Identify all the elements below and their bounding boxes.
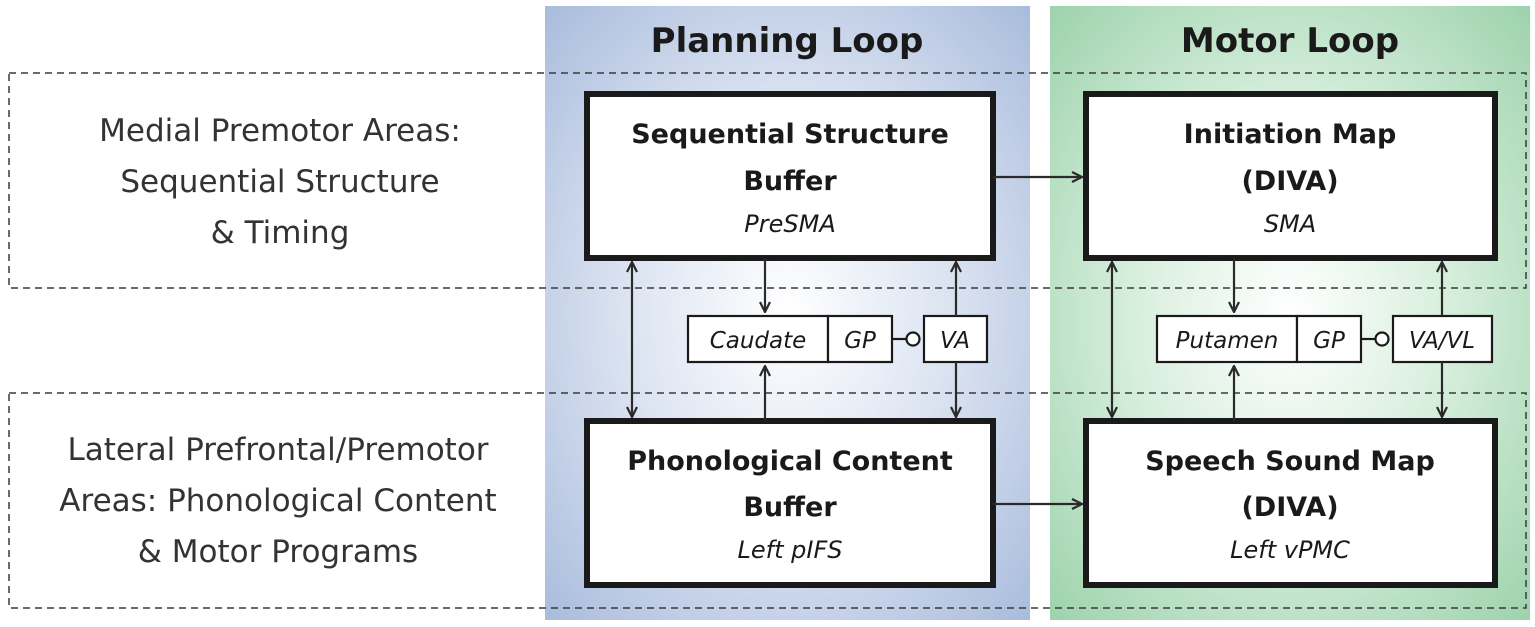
box-title-line: Sequential Structure xyxy=(631,119,949,150)
row-label-line: Areas: Phonological Content xyxy=(59,483,496,519)
inhibitory-terminal xyxy=(905,331,921,347)
va-vl-box xyxy=(1391,314,1494,364)
va-label: VA xyxy=(940,328,970,354)
motor-basal-ganglia-group: Putamen GP VA/VL xyxy=(1155,314,1494,364)
row-label-line: Lateral Prefrontal/Premotor xyxy=(67,432,488,468)
va-vl-label: VA/VL xyxy=(1409,328,1475,354)
gp-box-motor xyxy=(1295,314,1363,364)
box-title-line: Phonological Content xyxy=(627,446,953,477)
planning-basal-ganglia-group: Caudate GP VA xyxy=(686,314,989,364)
phonological-content-buffer-box: Phonological Content Buffer Left pIFS xyxy=(584,418,996,588)
box-title-line: (DIVA) xyxy=(1241,492,1338,523)
initiation-map-box: Initiation Map (DIVA) SMA xyxy=(1083,91,1498,261)
speech-sound-map-box: Speech Sound Map (DIVA) Left vPMC xyxy=(1083,418,1498,588)
box-title-line: Buffer xyxy=(743,492,837,523)
box-region-label: PreSMA xyxy=(744,210,835,238)
planning-loop-title: Planning Loop xyxy=(651,21,924,61)
row-label-line: & Timing xyxy=(211,215,350,251)
medial-premotor-row-label: Medial Premotor Areas: Sequential Struct… xyxy=(99,113,461,251)
sequential-structure-buffer-box: Sequential Structure Buffer PreSMA xyxy=(584,91,996,261)
gp-label-planning: GP xyxy=(844,328,876,354)
box-title-line: Buffer xyxy=(743,166,837,197)
putamen-label: Putamen xyxy=(1176,328,1279,354)
box-title-line: Initiation Map xyxy=(1184,119,1397,150)
inhibitory-terminal xyxy=(1374,331,1390,347)
gp-box-planning xyxy=(826,314,894,364)
box-title-line: Speech Sound Map xyxy=(1145,446,1435,477)
gp-label-motor: GP xyxy=(1313,328,1345,354)
row-label-line: Sequential Structure xyxy=(120,164,439,200)
motor-loop-title: Motor Loop xyxy=(1181,21,1399,61)
row-label-line: & Motor Programs xyxy=(138,534,418,570)
box-region-label: Left vPMC xyxy=(1230,536,1350,564)
lateral-prefrontal-row-band xyxy=(8,392,1527,609)
box-title-line: (DIVA) xyxy=(1241,166,1338,197)
caudate-label: Caudate xyxy=(710,328,807,354)
row-label-line: Medial Premotor Areas: xyxy=(99,113,461,149)
box-region-label: Left pIFS xyxy=(738,536,843,564)
box-region-label: SMA xyxy=(1264,210,1316,238)
connection-arrows xyxy=(632,177,1442,504)
medial-premotor-row-band xyxy=(8,72,1527,289)
lateral-prefrontal-row-label: Lateral Prefrontal/Premotor Areas: Phono… xyxy=(59,432,496,570)
